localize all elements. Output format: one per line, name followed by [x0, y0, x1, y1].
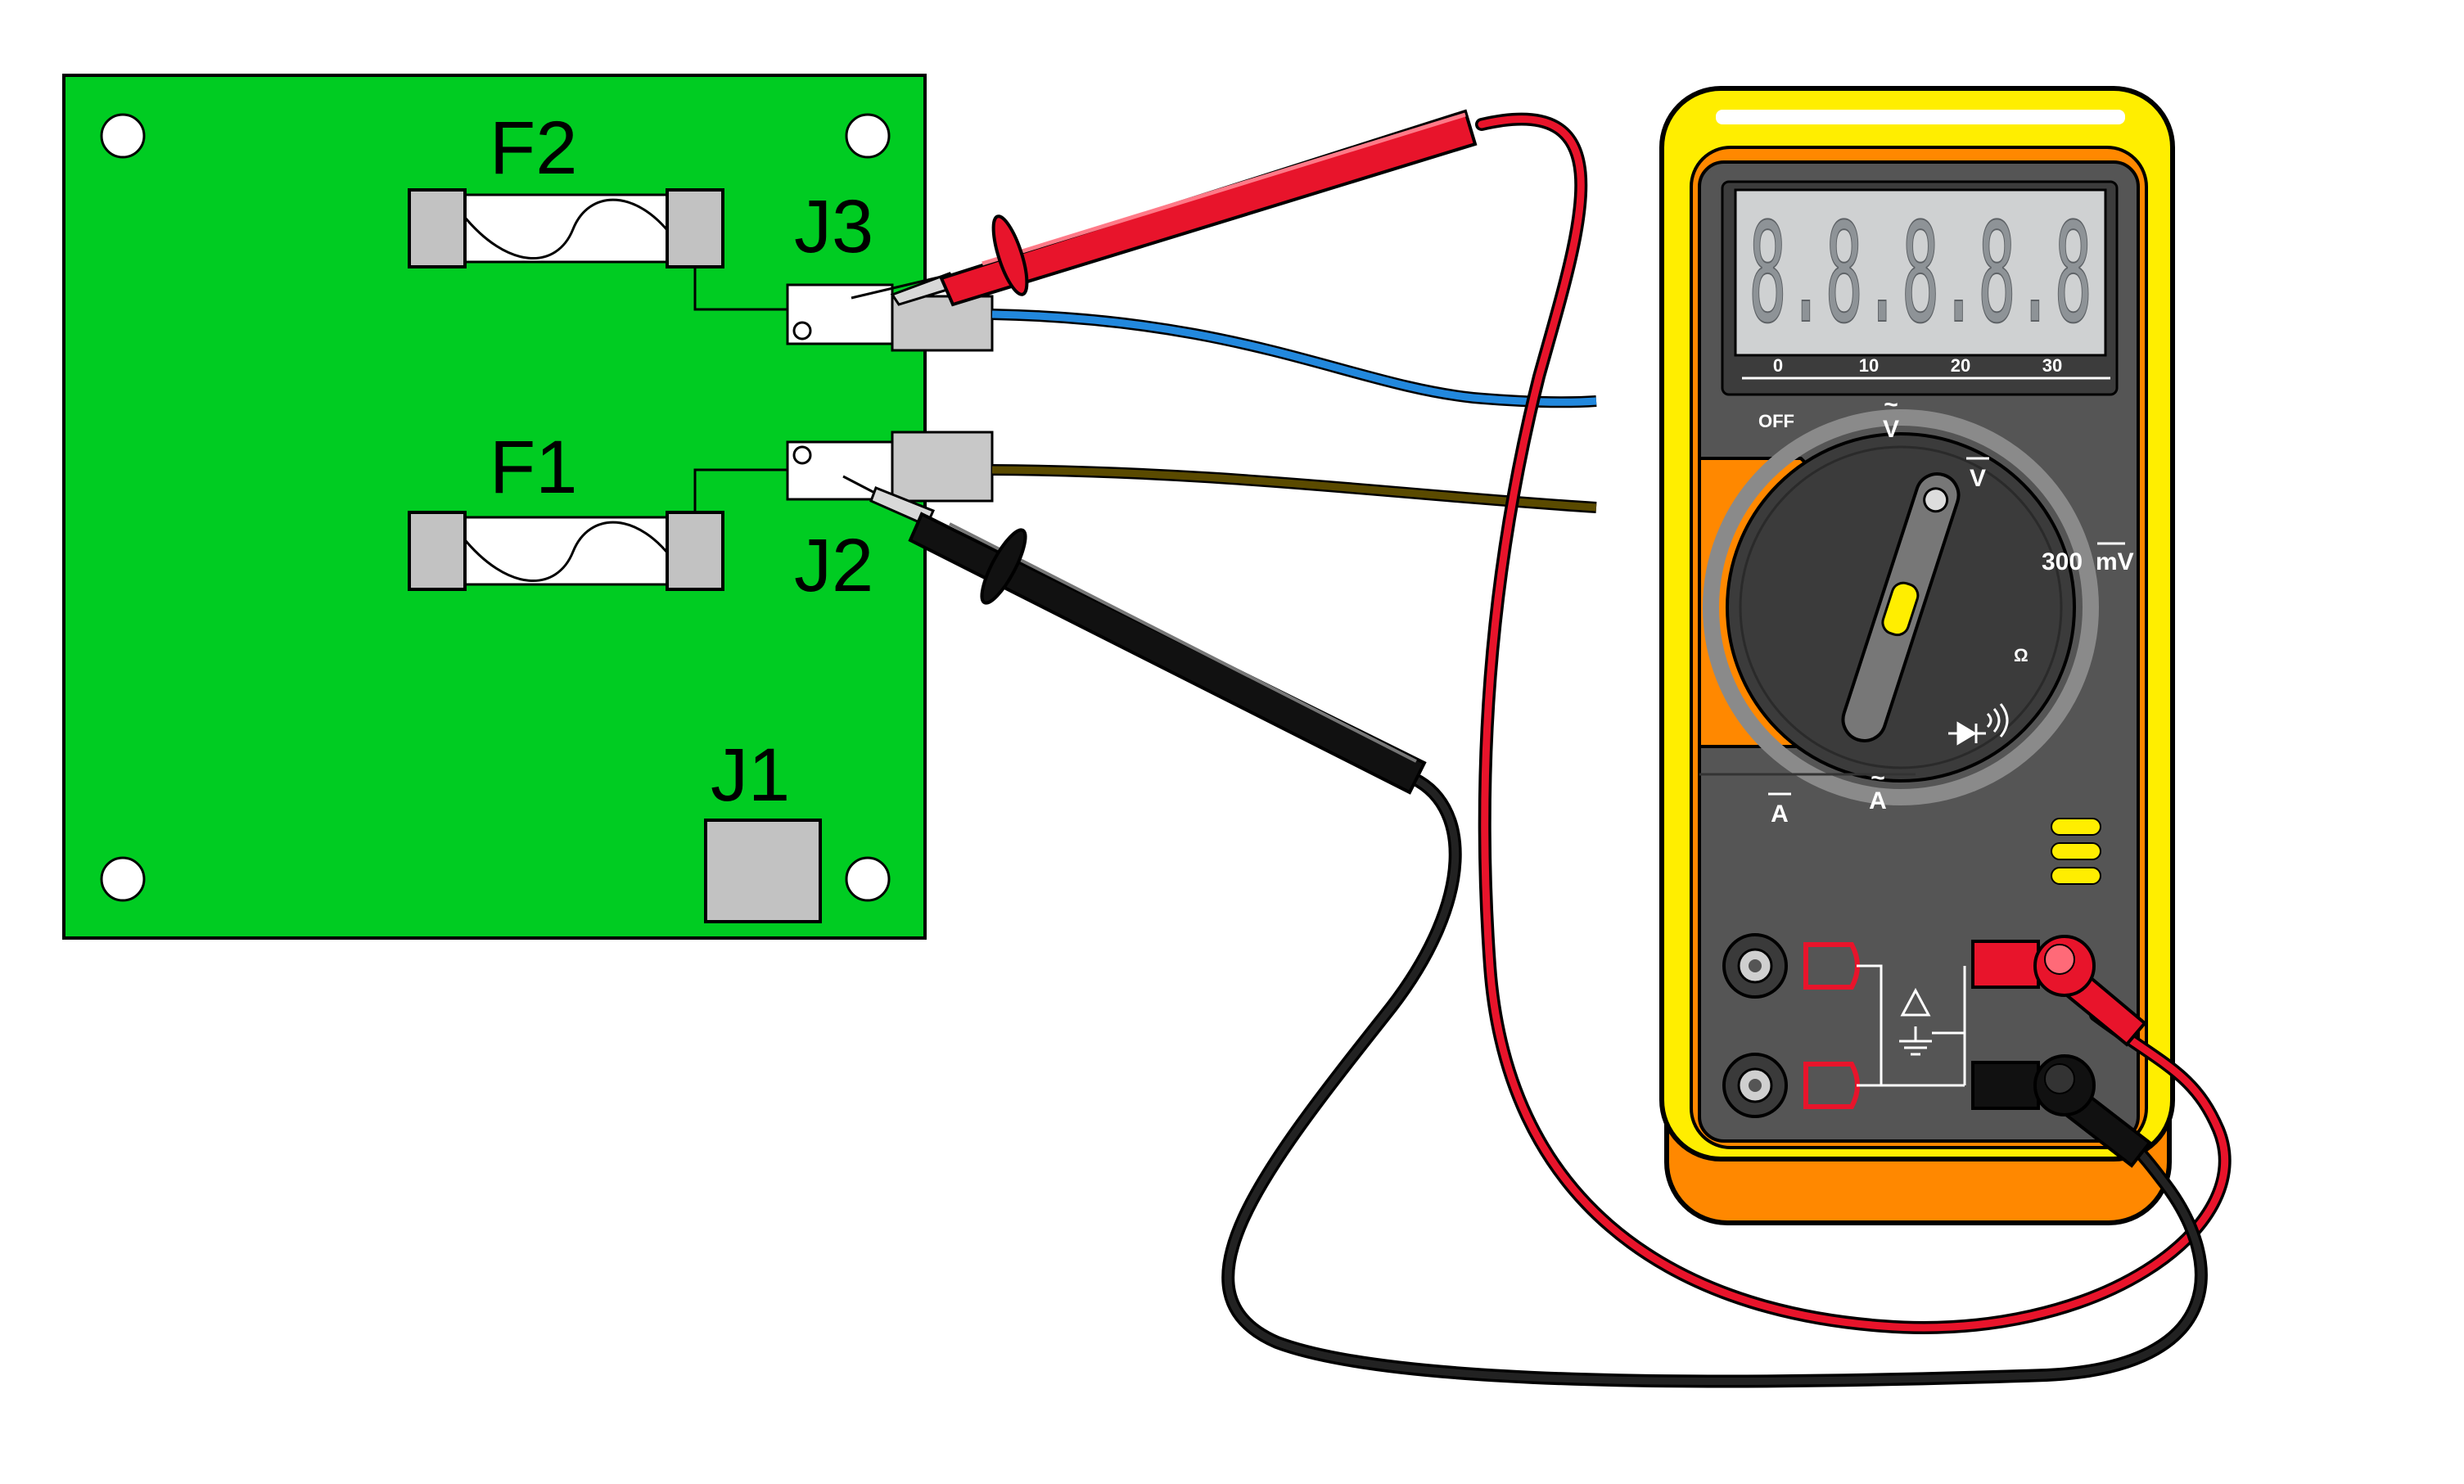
brand-mark [2051, 818, 2101, 836]
red-probe [851, 109, 1478, 307]
red-probe-highlight [982, 112, 1466, 266]
dial-label-mv-value: 300 [2042, 548, 2083, 575]
ac-wave-icon: ~ [1871, 765, 1885, 792]
red-probe-guard [991, 214, 1029, 296]
jack-j2 [786, 431, 994, 503]
dial-pointer [1841, 472, 1961, 742]
red-lead-cable [1478, 115, 2229, 1332]
scale-tick-label: 20 [1951, 355, 1970, 376]
scale-tick-label: 0 [1773, 355, 1783, 376]
black-probe-guard [980, 528, 1027, 605]
dial-label-ohms: Ω [2014, 645, 2029, 665]
brand-mark [2051, 867, 2101, 885]
fuse-f1-label: F1 [490, 426, 577, 509]
red-probe-tip [851, 275, 942, 300]
ac-wave-icon: ~ [1884, 391, 1898, 418]
fuse-f2-label: F2 [490, 106, 577, 190]
dial-label-dc-amps: A [1771, 801, 1789, 828]
dial-label-off: OFF [1758, 411, 1794, 431]
wire-blue [991, 310, 1597, 406]
multimeter: 8.8.8.8.8 0 10 20 30 OFF V ~ V 300 mV Ω [1659, 86, 2175, 1225]
mounting-hole [100, 856, 146, 902]
input-jack-left-bottom[interactable] [1722, 1053, 1788, 1118]
trace-f1-j2 [693, 468, 787, 512]
black-jack-collar [1971, 1061, 2040, 1110]
black-probe-handle [908, 512, 1427, 795]
black-probe-highlight [949, 522, 1417, 763]
brand-mark [2051, 842, 2101, 860]
continuity-diode-icon [1948, 703, 2009, 746]
dial-label-ac-amps: A [1869, 787, 1887, 814]
jack-schematic [1857, 964, 1966, 1087]
black-probe [842, 475, 1427, 795]
jack-j3 [786, 283, 994, 352]
jack-j2-label: J2 [794, 524, 873, 607]
trace-f2-j3 [693, 267, 787, 311]
dial-label-mv-unit: mV [2096, 548, 2134, 575]
scale-tick-label: 30 [2042, 355, 2062, 376]
meter-highlight [1716, 110, 2125, 124]
fuse-f1 [408, 511, 724, 591]
dial-ring [1703, 409, 2099, 805]
mounting-hole [845, 113, 891, 159]
jack-j1-label: J1 [711, 733, 790, 817]
dial-label-ac-volts: V [1883, 416, 1899, 443]
mounting-hole [100, 113, 146, 159]
jack-j3-label: J3 [794, 185, 873, 268]
dial-label-dc-volts: V [1970, 465, 1986, 492]
lcd-digits: 8.8.8.8.8 [1749, 193, 2092, 354]
fuse-f2 [408, 188, 724, 268]
red-jack-collar [1971, 940, 2040, 989]
mounting-hole [845, 856, 891, 902]
scale-tick-label: 10 [1859, 355, 1879, 376]
jack-j1 [704, 819, 822, 923]
jack-marker-top [1803, 942, 1860, 990]
jack-marker-bottom [1803, 1062, 1860, 1109]
black-lead-cable [1224, 772, 2205, 1386]
input-jack-left-top[interactable] [1722, 933, 1788, 999]
circuit-board: F2 F1 J3 J2 J1 [62, 74, 994, 940]
lcd-screen [1734, 188, 2107, 357]
red-plug [2033, 935, 2147, 1047]
black-plug [2033, 1054, 2152, 1168]
